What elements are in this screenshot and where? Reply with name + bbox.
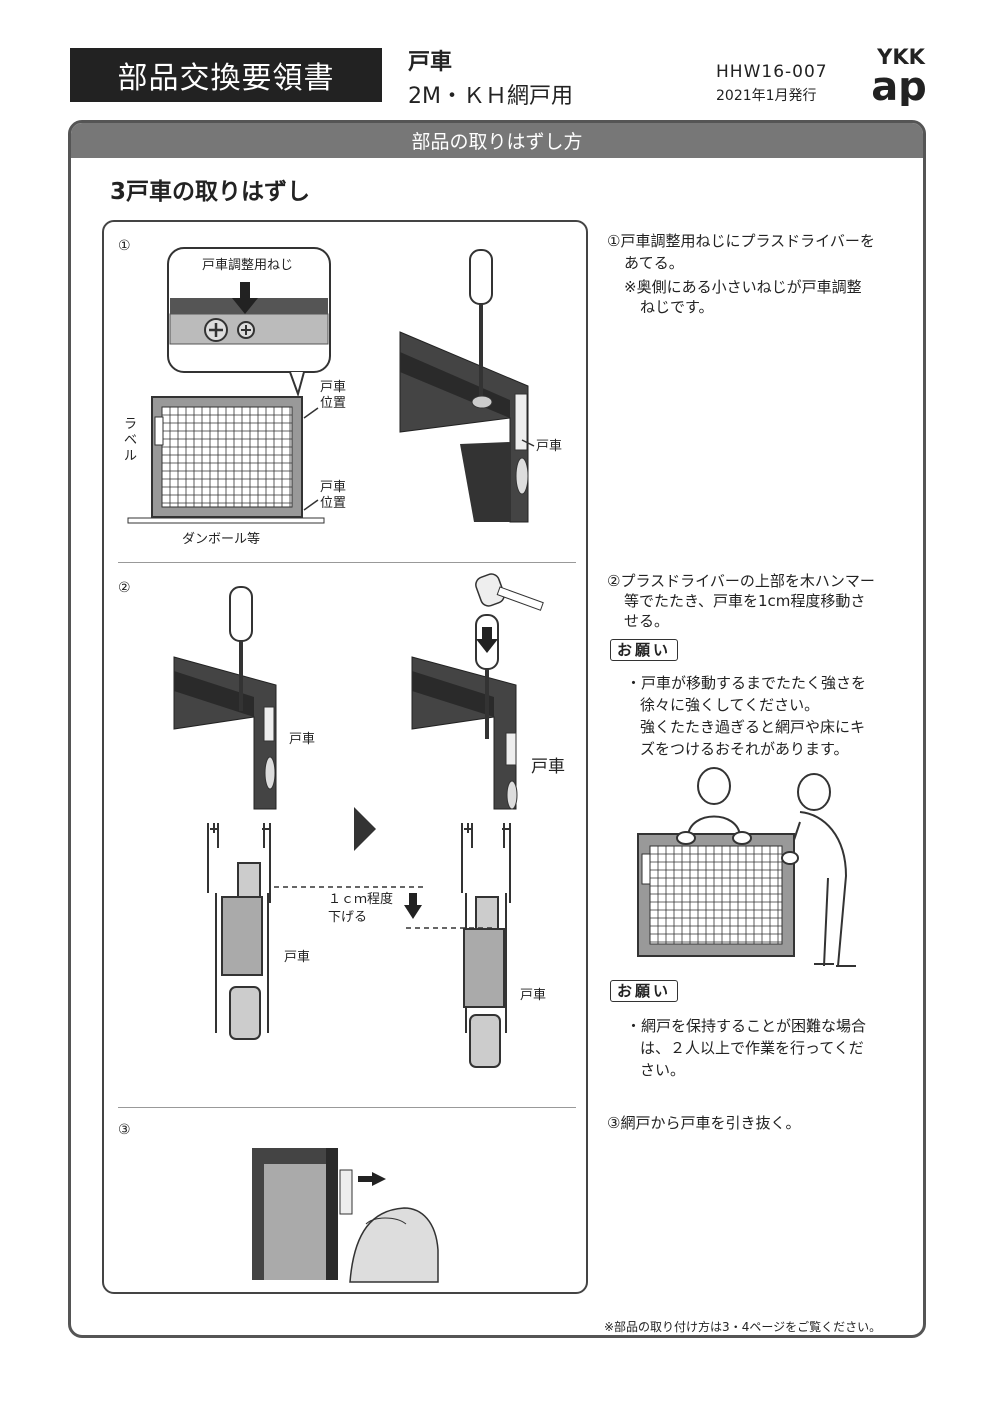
logo-top-text: YKK bbox=[876, 45, 925, 69]
lower-distance-label-2: 下げる bbox=[328, 910, 368, 925]
request-badge-2: お願い bbox=[610, 980, 679, 1002]
footer-note: ※部品の取り付け方は3・4ページをご覧ください。 bbox=[604, 1320, 882, 1334]
label-sticker bbox=[154, 416, 164, 446]
ykk-ap-logo: YKK ap bbox=[872, 45, 927, 106]
roller-part bbox=[514, 393, 528, 451]
person-left-head bbox=[697, 767, 731, 805]
step2-illustration bbox=[173, 573, 544, 1068]
request1-text-3: 強くたたき過ぎると網戸や床にキ bbox=[640, 718, 866, 736]
down-arrow-icon bbox=[232, 298, 258, 314]
product-name: 戸車 bbox=[408, 50, 453, 75]
step3-text-1: ③網戸から戸車を引き抜く。 bbox=[607, 1114, 801, 1132]
step3-mark: ③ bbox=[118, 1122, 131, 1138]
step1-note-2: ねじです。 bbox=[640, 298, 714, 316]
mesh-grid bbox=[161, 406, 293, 508]
logo-bottom-text: ap bbox=[872, 64, 927, 106]
screwdriver-icon bbox=[469, 249, 493, 305]
lower-arrow-icon bbox=[404, 905, 422, 919]
cross-section-after bbox=[461, 823, 511, 1033]
step1-mark: ① bbox=[118, 238, 131, 254]
roller-position-bottom-1: 戸車 bbox=[320, 480, 347, 495]
document-title: 部品交換要領書 bbox=[70, 48, 382, 102]
request1-text-2: 徐々に強くしてください。 bbox=[640, 696, 820, 714]
lower-distance-label-1: １ｃｍ程度 bbox=[328, 892, 394, 907]
step2-text-2: 等でたたき、戸車を1cm程度移動さ bbox=[624, 592, 866, 610]
section-title: 3戸車の取りはずし bbox=[110, 179, 311, 205]
request1-text-1: ・戸車が移動するまでたたく強さを bbox=[626, 674, 867, 692]
next-arrow-icon bbox=[354, 807, 376, 851]
issue-date: 2021年1月発行 bbox=[716, 88, 817, 104]
step2-mark: ② bbox=[118, 580, 131, 596]
pull-arrow-icon bbox=[372, 1172, 386, 1186]
adjust-screw-label: 戸車調整用ねじ bbox=[202, 258, 294, 273]
illustration-panel: ① ② ③ 戸車調整用ねじ 戸車 位置 bbox=[102, 220, 588, 1294]
cross-section-before bbox=[207, 823, 271, 1033]
label-vertical-text: ラベル bbox=[124, 417, 138, 464]
two-person-carry-illustration bbox=[637, 767, 856, 967]
step1-text-1: ①戸車調整用ねじにプラスドライバーを bbox=[607, 232, 875, 250]
roller-pulled bbox=[339, 1169, 353, 1215]
down-arrow-icon-2 bbox=[476, 639, 498, 653]
roller-label-2a: 戸車 bbox=[289, 732, 316, 747]
step-divider-1 bbox=[118, 562, 576, 563]
step1-illustration bbox=[127, 247, 535, 524]
cardboard-label: ダンボール等 bbox=[182, 532, 261, 547]
cardboard-board bbox=[127, 517, 325, 524]
product-model: 2M・ＫＨ網戸用 bbox=[408, 84, 573, 109]
request2-text-3: さい。 bbox=[640, 1061, 686, 1079]
roller-label-2c: 戸車 bbox=[284, 950, 311, 965]
roller-position-top-2: 位置 bbox=[320, 396, 347, 411]
section-band: 部品の取りはずし方 bbox=[71, 123, 923, 158]
hammer-icon bbox=[475, 573, 505, 607]
roller-position-bottom-2: 位置 bbox=[320, 496, 347, 511]
roller-position-top-1: 戸車 bbox=[320, 380, 347, 395]
step2-text-1: ②プラスドライバーの上部を木ハンマー bbox=[607, 572, 875, 590]
step2-text-3: せる。 bbox=[624, 612, 670, 630]
screwdriver-icon-2 bbox=[229, 586, 253, 642]
roller-label-2d: 戸車 bbox=[520, 988, 547, 1003]
step-divider-2 bbox=[118, 1107, 576, 1108]
step1-note-1: ※奥側にある小さいねじが戸車調整 bbox=[624, 278, 862, 296]
request1-text-4: ズをつけるおそれがあります。 bbox=[640, 740, 849, 758]
request-badge-1: お願い bbox=[610, 639, 679, 661]
request2-text-1: ・網戸を保持することが困難な場合 bbox=[626, 1017, 867, 1035]
hand-icon bbox=[349, 1207, 439, 1283]
request2-text-2: は、２人以上で作業を行ってくだ bbox=[640, 1039, 864, 1057]
content-frame: 部品の取りはずし方 bbox=[68, 120, 926, 1338]
step1-text-2: あてる。 bbox=[624, 254, 684, 272]
document-number: HHW16-007 bbox=[716, 62, 828, 82]
step3-illustration bbox=[252, 1148, 439, 1283]
roller-label-1: 戸車 bbox=[536, 439, 563, 454]
person-right-head bbox=[797, 773, 831, 811]
roller-label-2b: 戸車 bbox=[531, 757, 565, 777]
